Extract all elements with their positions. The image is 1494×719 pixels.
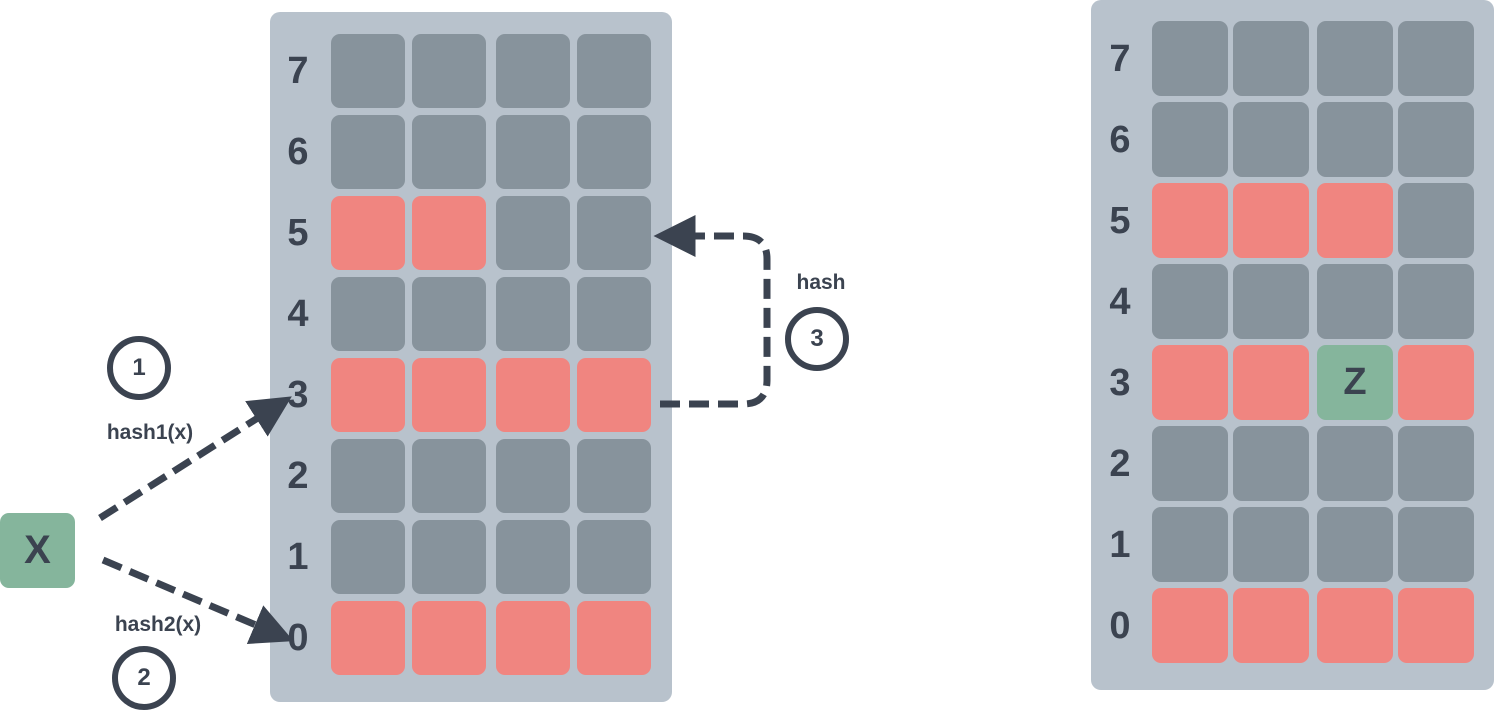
right-row-label-5: 5 xyxy=(1109,199,1131,242)
right-bucket-r7-c0-empty xyxy=(1152,21,1228,96)
right-bucket-r2-c3-empty xyxy=(1398,426,1474,501)
left-bucket-r4-c2-empty xyxy=(496,277,570,351)
left-bucket-r0-c0-filled xyxy=(331,601,405,675)
left-bucket-r7-c1-empty xyxy=(412,34,486,108)
right-bucket-r1-c3-empty xyxy=(1398,507,1474,582)
left-bucket-r3-c0-filled xyxy=(331,358,405,432)
right-row-label-1: 1 xyxy=(1109,523,1131,566)
left-bucket-r6-c3-empty xyxy=(577,115,651,189)
left-bucket-r5-c1-filled xyxy=(412,196,486,270)
right-bucket-r0-c2-filled xyxy=(1317,588,1393,663)
left-bucket-r5-c3-empty xyxy=(577,196,651,270)
right-bucket-r5-c2-filled xyxy=(1317,183,1393,258)
left-bucket-r1-c1-empty xyxy=(412,520,486,594)
left-row-label-2: 2 xyxy=(287,455,309,497)
right-bucket-r6-c3-empty xyxy=(1398,102,1474,177)
right-bucket-r2-c2-empty xyxy=(1317,426,1393,501)
right-row-label-6: 6 xyxy=(1109,118,1131,161)
step-3-number: 3 xyxy=(810,325,824,352)
step-2-number: 2 xyxy=(137,664,151,691)
right-row-label-4: 4 xyxy=(1109,280,1131,323)
left-bucket-r2-c0-empty xyxy=(331,439,405,513)
right-bucket-r4-c1-empty xyxy=(1233,264,1309,339)
left-bucket-r6-c0-empty xyxy=(331,115,405,189)
right-bucket-r7-c1-empty xyxy=(1233,21,1309,96)
right-bucket-r3-c2-item: Z xyxy=(1317,345,1393,420)
arrow-hash2 xyxy=(101,556,294,644)
left-bucket-r4-c3-empty xyxy=(577,277,651,351)
step-1-label: hash1(x) xyxy=(106,421,194,444)
left-bucket-r3-c3-filled xyxy=(577,358,651,432)
left-bucket-r0-c3-filled xyxy=(577,601,651,675)
step-2-label: hash2(x) xyxy=(114,613,202,636)
left-bucket-r3-c1-filled xyxy=(412,358,486,432)
left-bucket-r2-c2-empty xyxy=(496,439,570,513)
step-3-circle: 3 xyxy=(785,307,849,371)
right-row-label-3: 3 xyxy=(1109,361,1131,404)
left-bucket-r1-c3-empty xyxy=(577,520,651,594)
right-bucket-r0-c0-filled xyxy=(1152,588,1228,663)
left-row-label-4: 4 xyxy=(287,293,309,335)
right-bucket-r6-c1-empty xyxy=(1233,102,1309,177)
left-bucket-r0-c2-filled xyxy=(496,601,570,675)
right-bucket-r5-c0-filled xyxy=(1152,183,1228,258)
left-bucket-r2-c1-empty xyxy=(412,439,486,513)
right-bucket-r7-c3-empty xyxy=(1398,21,1474,96)
left-bucket-r1-c2-empty xyxy=(496,520,570,594)
arrow-rehash xyxy=(653,215,771,408)
left-row-label-1: 1 xyxy=(287,536,309,578)
right-bucket-r3-c1-filled xyxy=(1233,345,1309,420)
right-bucket-r0-c1-filled xyxy=(1233,588,1309,663)
right-bucket-r2-c1-empty xyxy=(1233,426,1309,501)
right-bucket-r4-c0-empty xyxy=(1152,264,1228,339)
right-bucket-r0-c3-filled xyxy=(1398,588,1474,663)
right-bucket-r4-c2-empty xyxy=(1317,264,1393,339)
left-bucket-r0-c1-filled xyxy=(412,601,486,675)
right-row-label-2: 2 xyxy=(1109,442,1131,485)
left-bucket-r7-c2-empty xyxy=(496,34,570,108)
left-bucket-r3-c2-filled xyxy=(496,358,570,432)
left-row-label-6: 6 xyxy=(287,131,309,173)
right-bucket-r1-c2-empty xyxy=(1317,507,1393,582)
right-bucket-r4-c3-empty xyxy=(1398,264,1474,339)
left-bucket-r7-c0-empty xyxy=(331,34,405,108)
right-bucket-r1-c1-empty xyxy=(1233,507,1309,582)
right-bucket-r5-c3-empty xyxy=(1398,183,1474,258)
left-bucket-r6-c2-empty xyxy=(496,115,570,189)
input-item-x: X xyxy=(0,513,75,588)
left-bucket-r1-c0-empty xyxy=(331,520,405,594)
right-row-label-7: 7 xyxy=(1109,37,1131,80)
left-row-label-0: 0 xyxy=(287,617,309,659)
right-bucket-r3-c3-filled xyxy=(1398,345,1474,420)
step-1-number: 1 xyxy=(132,354,146,381)
right-bucket-r3-c0-filled xyxy=(1152,345,1228,420)
arrow-hash1 xyxy=(98,396,292,521)
left-row-label-3: 3 xyxy=(287,374,309,416)
right-bucket-r5-c1-filled xyxy=(1233,183,1309,258)
right-bucket-r1-c0-empty xyxy=(1152,507,1228,582)
left-row-label-7: 7 xyxy=(287,50,309,92)
left-bucket-r4-c0-empty xyxy=(331,277,405,351)
left-bucket-r5-c0-filled xyxy=(331,196,405,270)
right-bucket-r2-c0-empty xyxy=(1152,426,1228,501)
left-bucket-r4-c1-empty xyxy=(412,277,486,351)
right-row-label-0: 0 xyxy=(1109,604,1131,647)
left-bucket-r6-c1-empty xyxy=(412,115,486,189)
right-bucket-r6-c2-empty xyxy=(1317,102,1393,177)
left-row-label-5: 5 xyxy=(287,212,309,254)
step-1-circle: 1 xyxy=(107,336,171,400)
right-bucket-r6-c0-empty xyxy=(1152,102,1228,177)
right-bucket-r7-c2-empty xyxy=(1317,21,1393,96)
left-bucket-r5-c2-empty xyxy=(496,196,570,270)
left-bucket-r2-c3-empty xyxy=(577,439,651,513)
left-bucket-r7-c3-empty xyxy=(577,34,651,108)
step-2-circle: 2 xyxy=(112,646,176,710)
step-3-label: hash xyxy=(796,271,846,294)
